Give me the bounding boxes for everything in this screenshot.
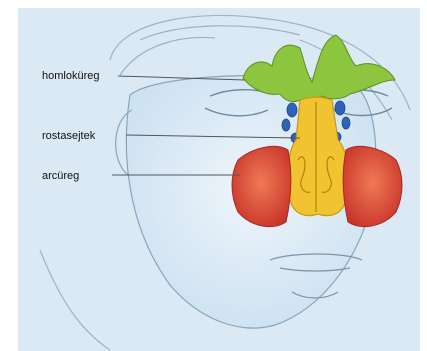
label-frontal-sinus: homloküreg (42, 70, 99, 82)
label-ethmoid-cells: rostasejtek (42, 130, 96, 142)
maxillary-sinus-left (232, 146, 291, 226)
maxillary-sinus-right (343, 146, 402, 226)
label-maxillary-sinus: arcüreg (42, 170, 79, 182)
